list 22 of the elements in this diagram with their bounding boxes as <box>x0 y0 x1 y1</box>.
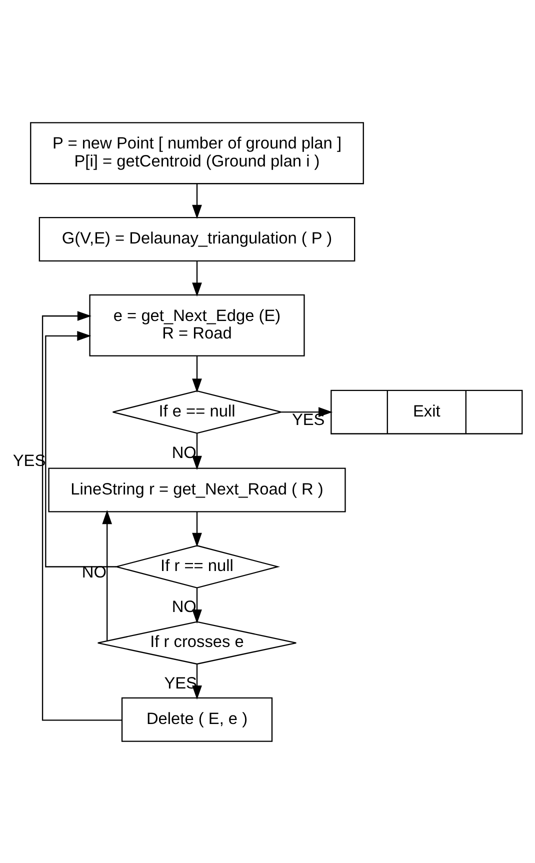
arrow <box>45 330 116 567</box>
arrow <box>192 356 202 392</box>
edge-label: YES <box>164 674 198 692</box>
arrow <box>192 183 202 218</box>
arrow <box>102 510 112 640</box>
arrow <box>192 664 202 700</box>
arrow <box>42 310 122 720</box>
arrow <box>192 511 202 546</box>
node-diamond: If r crosses e <box>97 620 297 664</box>
node-diamond: If e == null <box>112 390 282 434</box>
node-diamond: If r == null <box>114 544 280 588</box>
arrow <box>192 432 202 470</box>
node-box: Delete ( E, e ) <box>121 696 273 742</box>
node-box: e = get_Next_Edge (E) R = Road <box>89 294 305 356</box>
arrow <box>192 587 202 624</box>
node-box: LineString r = get_Next_Road ( R ) <box>48 467 346 512</box>
edge-label: NO <box>172 598 196 616</box>
node-box: P = new Point [ number of ground plan ] P[i] = getCentroid (Ground plan i ) <box>30 122 364 184</box>
edge-label: NO <box>172 444 196 462</box>
arrow <box>192 260 202 296</box>
arrow <box>281 406 333 416</box>
node-box: G(V,E) = Delaunay_triangulation ( P ) <box>38 216 356 262</box>
